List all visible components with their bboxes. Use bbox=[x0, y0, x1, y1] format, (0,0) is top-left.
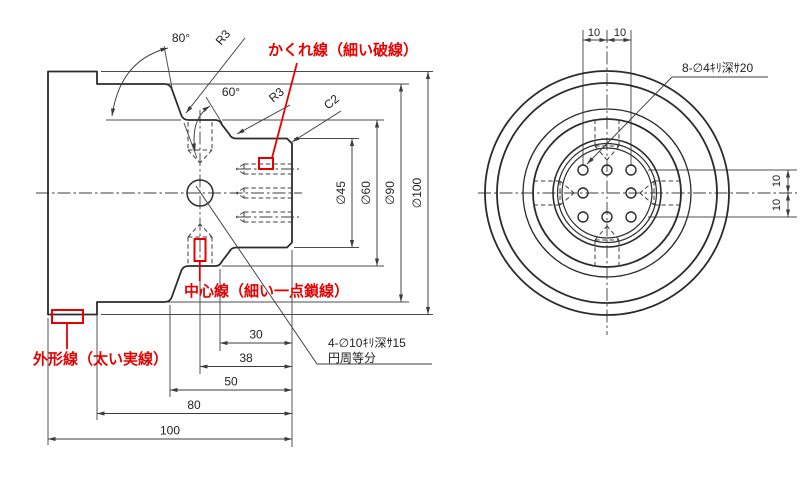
dim-80-label: 80 bbox=[187, 398, 201, 412]
center-lines bbox=[36, 110, 302, 277]
front-top-dim-left: 10 bbox=[588, 27, 600, 39]
outline-highlight-box bbox=[51, 309, 84, 324]
circle-dia100 bbox=[484, 70, 730, 316]
hidden-lines bbox=[187, 122, 291, 265]
dim-100-label: 100 bbox=[160, 424, 180, 438]
dia-45-label: ∅45 bbox=[334, 181, 348, 205]
axial-hole-note: 8-∅4ｷﾘ深ｻ20 bbox=[682, 61, 753, 75]
side-view: 30 38 50 80 100 ∅45 ∅60 ∅90 ∅100 80° 60°… bbox=[36, 27, 433, 447]
angle-80-label: 80° bbox=[172, 31, 190, 45]
c2-leader bbox=[291, 110, 342, 143]
front-extension-lines bbox=[582, 30, 797, 218]
dia-100-label: ∅100 bbox=[410, 177, 424, 208]
r3-upper-leader bbox=[185, 37, 246, 114]
front-right-dim-lower: 10 bbox=[771, 199, 783, 211]
radial-hole-front-circle bbox=[186, 179, 214, 207]
front-top-dim-right: 10 bbox=[614, 27, 626, 39]
hidden-line-highlight-box bbox=[258, 157, 274, 170]
legend-outline-label: 外形線（太い実線） bbox=[32, 350, 168, 368]
concentric-circles bbox=[484, 70, 730, 316]
angle-60-arc bbox=[191, 105, 211, 152]
c2-label: C2 bbox=[321, 91, 342, 112]
dim-50-label: 50 bbox=[224, 375, 238, 389]
hidden-line-leader bbox=[271, 62, 298, 159]
r3-lower-label: R3 bbox=[266, 84, 287, 105]
radial-hole-note-line2: 円周等分 bbox=[328, 351, 376, 365]
legend-hidden-line-label: かくれ線（細い破線） bbox=[268, 41, 418, 59]
dim-38-label: 38 bbox=[239, 351, 253, 365]
extension-lines bbox=[47, 45, 433, 447]
r3-lower-leader bbox=[236, 104, 291, 135]
axial-hole-row-bottom bbox=[235, 211, 291, 223]
circle-dia60 bbox=[532, 118, 682, 268]
circle-taper-edge bbox=[522, 108, 692, 278]
axial-hole-row-mid bbox=[235, 187, 291, 199]
dia-90-label: ∅90 bbox=[383, 181, 397, 205]
front-view: 10 10 10 10 8-∅4ｷﾘ深ｻ20 bbox=[478, 27, 797, 335]
axial-hole-row-top bbox=[235, 163, 291, 175]
angle-60-label: 60° bbox=[222, 85, 240, 99]
r3-upper-label: R3 bbox=[213, 27, 234, 48]
circle-dia90 bbox=[496, 82, 718, 304]
dia-60-label: ∅60 bbox=[359, 181, 373, 205]
legend-center-line-label: 中心線（細い一点鎖線） bbox=[184, 282, 349, 300]
dim-30-label: 30 bbox=[249, 328, 263, 342]
legend-annotations: かくれ線（細い破線） 中心線（細い一点鎖線） 外形線（太い実線） bbox=[32, 41, 418, 368]
circle-dia45 bbox=[552, 138, 662, 248]
part-outline bbox=[47, 70, 293, 316]
circle-taper-edge-inner bbox=[561, 147, 653, 239]
bolt-holes bbox=[577, 164, 637, 223]
front-dimension-lines bbox=[583, 37, 791, 217]
radial-hole-note-leader bbox=[195, 185, 432, 365]
angle-80-arc bbox=[111, 47, 169, 117]
front-right-dim-upper: 10 bbox=[771, 175, 783, 187]
axial-hole-note-leader bbox=[586, 76, 673, 165]
front-center-lines bbox=[478, 30, 797, 335]
dimension-lines bbox=[48, 37, 432, 442]
radial-hole-note-line1: 4-∅10ｷﾘ深ｻ15 bbox=[328, 336, 406, 350]
